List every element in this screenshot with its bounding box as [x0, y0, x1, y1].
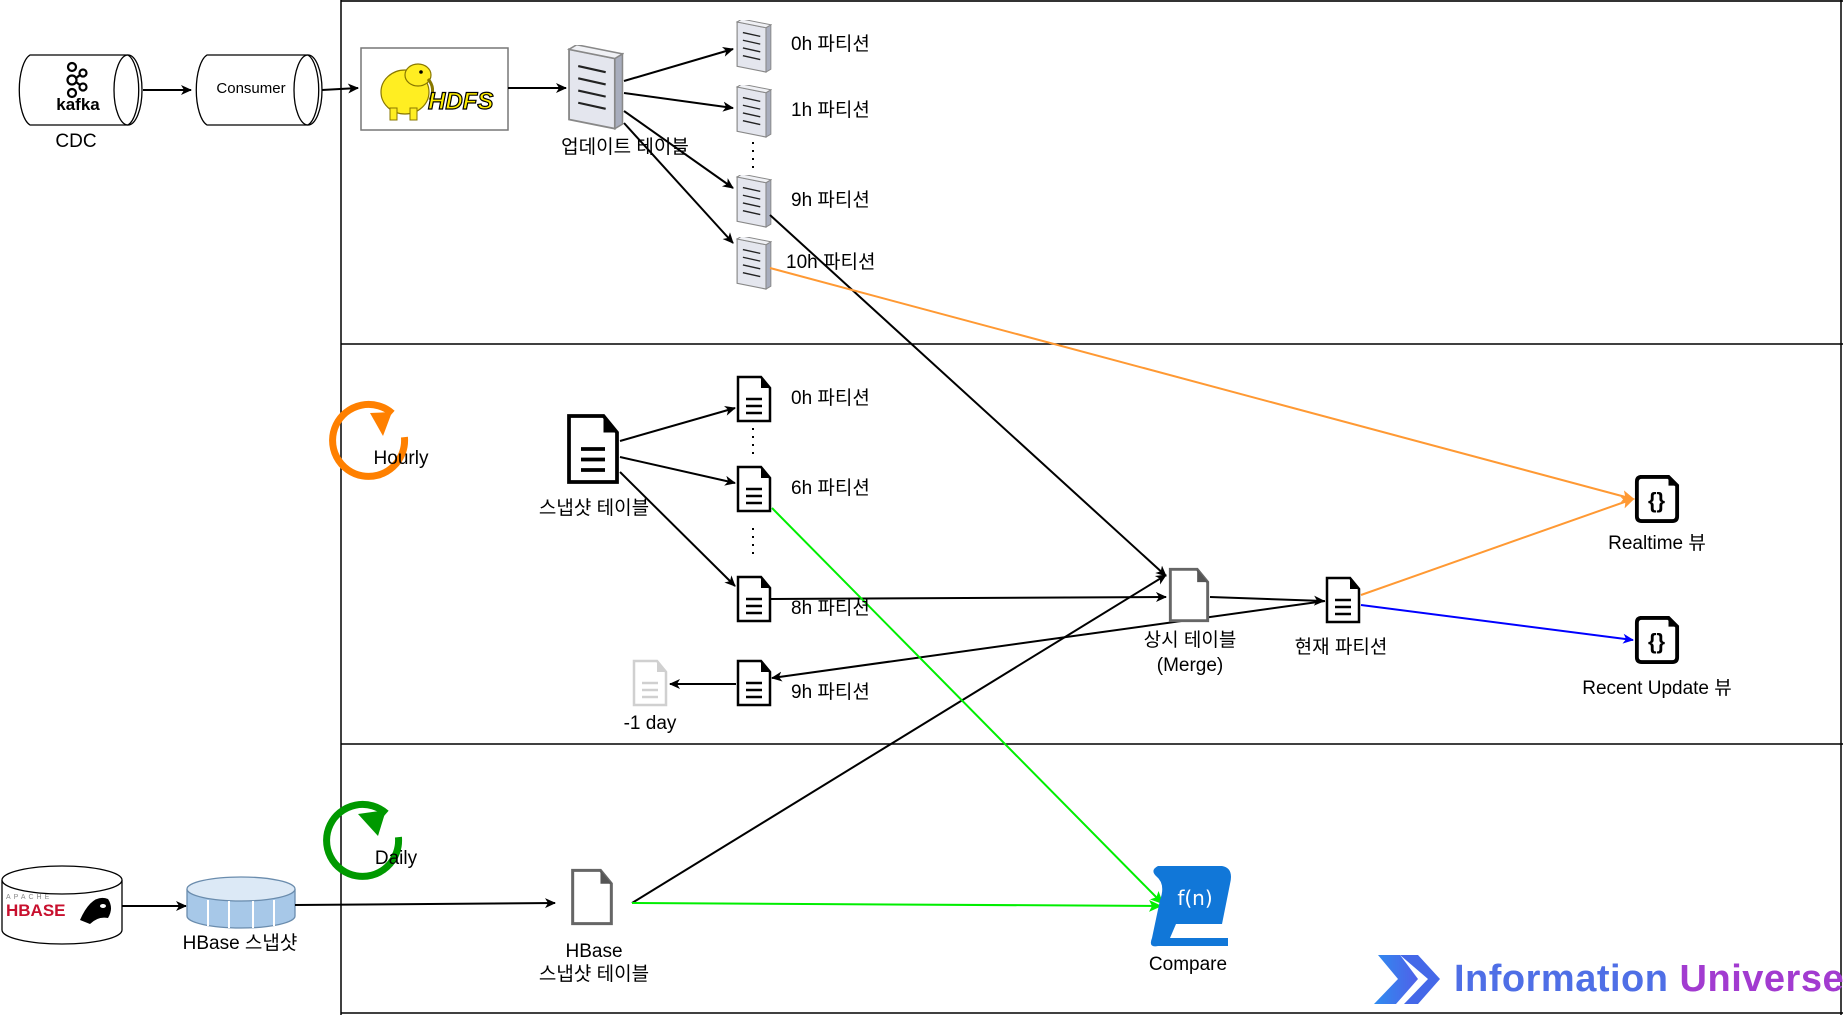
hbase-orca-icon — [80, 897, 111, 924]
hdfs-node[interactable] — [360, 47, 509, 131]
merge-table-label-1: 상시 테이블 — [1143, 630, 1237, 651]
current-partition-label: 현재 파티션 — [1294, 637, 1388, 658]
edge-snapshot-hbase-table — [294, 898, 556, 909]
edge-hbase-table-merge — [631, 574, 1167, 904]
edge-update-p0 — [623, 47, 734, 82]
brand-logo-icon — [1374, 955, 1440, 1004]
recent-update-view-label: Recent Update 뷰 — [1582, 678, 1732, 699]
realtime-view-label: Realtime 뷰 — [1608, 533, 1706, 554]
hourly-partition-9-icon[interactable] — [736, 659, 772, 707]
kafka-logo-icon — [66, 61, 88, 99]
rt-partition-0-label: 0h 파티션 — [791, 34, 870, 55]
hourly-schedule-icon — [329, 400, 409, 480]
hbase-snapshot-table-label-1: HBase — [565, 941, 623, 962]
hadoop-elephant-icon — [380, 63, 435, 121]
realtime-view-glyph: {} — [1648, 488, 1666, 513]
hourly-label: Hourly — [373, 448, 429, 469]
compare-label: Compare — [1148, 954, 1228, 975]
hbase-snapshot-label: HBase 스냅샷 — [182, 933, 298, 954]
hbase-snapshot-table-label-2: 스냅샷 테이블 — [538, 964, 650, 985]
edge-update-p1 — [623, 92, 734, 112]
hourly-partition-0-label: 0h 파티션 — [791, 388, 870, 409]
brand-word-2: Universe — [1679, 958, 1843, 1000]
recent-view-glyph: {} — [1648, 629, 1666, 654]
lane-frames — [340, 0, 1843, 1015]
daily-schedule-icon — [323, 800, 403, 880]
compare-function-icon[interactable]: f(n) — [1150, 866, 1231, 947]
hourly-partition-6-label: 6h 파티션 — [791, 478, 870, 499]
snapshot-table-icon[interactable] — [567, 414, 619, 484]
consumer-label: Consumer — [216, 80, 286, 97]
edge-snapshot-p0 — [619, 405, 736, 442]
edge-consumer-hdfs — [321, 83, 359, 94]
current-partition-icon[interactable] — [1325, 576, 1361, 624]
edge-update-p9 — [623, 110, 734, 189]
snapshot-table-label: 스냅샷 테이블 — [538, 498, 650, 519]
hbase-logo-top: APACHE — [6, 894, 53, 901]
merge-table-label-2: (Merge) — [1156, 655, 1224, 676]
edge-p6-compare — [771, 507, 1164, 905]
update-table-icon[interactable] — [567, 45, 624, 130]
edge-p10-realtime-view — [769, 267, 1635, 502]
kafka-logo-text: kafka — [56, 95, 100, 114]
archive-label: -1 day — [623, 713, 677, 734]
edge-snapshot-p6 — [619, 456, 736, 486]
rt-partition-1-label: 1h 파티션 — [791, 100, 870, 121]
rt-partition-9-icon[interactable] — [736, 174, 772, 228]
edge-p8-merge — [769, 592, 1167, 603]
compare-glyph: f(n) — [1177, 886, 1212, 910]
edge-update-p10 — [623, 122, 734, 244]
rt-partition-10-label: 10h 파티션 — [786, 252, 876, 273]
merge-table-icon[interactable] — [1168, 567, 1210, 623]
hbase-snapshot-node[interactable] — [186, 876, 296, 929]
brand-name: Information Universe — [1454, 958, 1843, 1001]
rt-partition-1-icon[interactable] — [736, 84, 772, 138]
edge-current-recent-view — [1360, 604, 1634, 644]
hourly-partition-9-label: 9h 파티션 — [791, 682, 870, 703]
kafka-node[interactable] — [18, 54, 143, 126]
update-table-label: 업데이트 테이블 — [561, 137, 689, 158]
rt-partition-0-icon[interactable] — [736, 19, 772, 73]
brand-word-1: Information — [1454, 958, 1669, 1000]
hbase-logo-text: HBASE — [6, 901, 66, 920]
daily-label: Daily — [374, 848, 418, 869]
kafka-caption: CDC — [55, 131, 97, 152]
hourly-partition-0-icon[interactable] — [736, 375, 772, 423]
edge-current-realtime-view — [1360, 497, 1635, 596]
hourly-partition-8-label: 8h 파티션 — [791, 598, 870, 619]
edge-current-p9 — [771, 600, 1326, 682]
hbase-node[interactable] — [1, 865, 123, 945]
edge-p9-merge — [769, 214, 1167, 577]
edge-merge-current — [1209, 595, 1325, 606]
edge-hbase-table-compare — [631, 899, 1162, 912]
archive-doc-icon[interactable] — [632, 659, 668, 707]
rt-partition-9-label: 9h 파티션 — [791, 190, 870, 211]
hbase-snapshot-table-icon[interactable] — [571, 868, 613, 926]
hdfs-logo-text: HDFS — [427, 87, 494, 115]
rt-partition-10-icon[interactable] — [736, 236, 772, 290]
hourly-partition-8-icon[interactable] — [736, 575, 772, 623]
edge-snapshot-p8 — [619, 471, 736, 587]
hourly-partition-6-icon[interactable] — [736, 465, 772, 513]
